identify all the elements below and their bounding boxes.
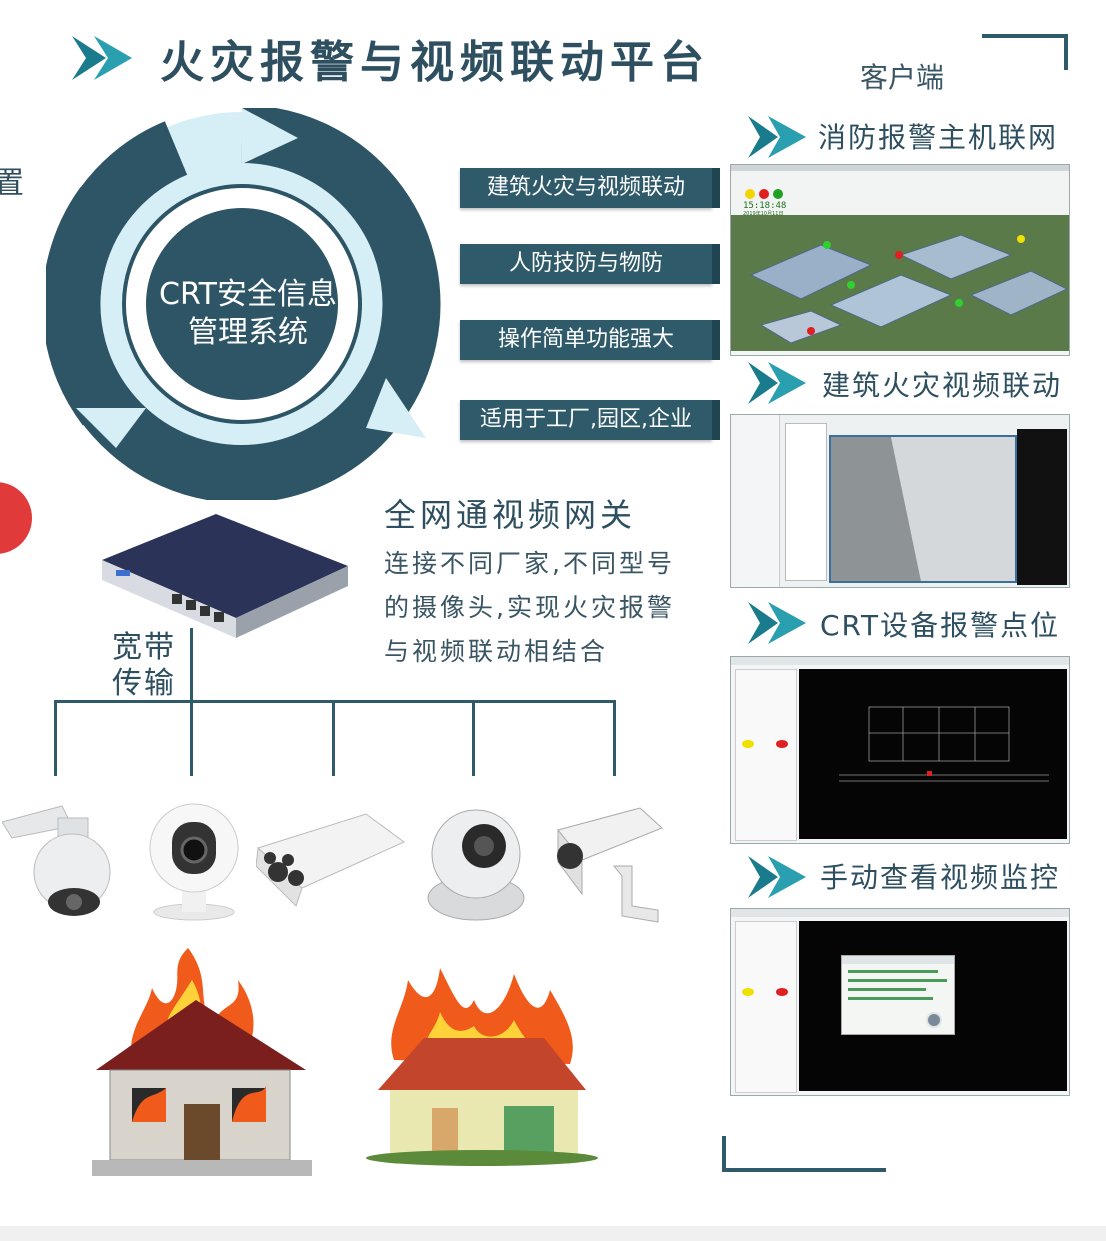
campus-map [731, 215, 1069, 351]
burning-house-icon [92, 948, 312, 1176]
point-yellow-marker-2 [742, 988, 754, 996]
client-label: 客户端 [860, 61, 945, 94]
crt-hub-ring [46, 108, 441, 500]
box-camera-icon [557, 807, 663, 923]
point-yellow-marker [742, 740, 754, 748]
section-2-chevron-icon [748, 362, 806, 404]
section-2-label: 建筑火灾视频联动 [822, 369, 1063, 402]
point-red-marker [776, 740, 788, 748]
feature-security: 人防技防与物防 [460, 244, 720, 284]
section-1-chevron-icon [748, 116, 806, 158]
gateway-desc-line-2: 的摄像头,实现火灾报警 [384, 593, 675, 622]
hub-line-2: 管理系统 [188, 315, 308, 350]
dome-camera-icon [2, 805, 111, 916]
section-1-label: 消防报警主机联网 [818, 121, 1059, 154]
left-red-badge [0, 482, 32, 554]
camera-feed [829, 435, 1017, 583]
drop-1 [54, 700, 57, 776]
status-yellow-light [745, 189, 755, 199]
screen-manual-monitor [730, 908, 1070, 1096]
floor-plan [799, 669, 1067, 839]
section-3-chevron-icon [748, 602, 806, 644]
transport-line-2: 传输 [112, 666, 176, 701]
gateway-desc-line-3: 与视频联动相结合 [384, 637, 609, 666]
gateway-desc-line-1: 连接不同厂家,不同型号 [384, 549, 675, 578]
section-4-label: 手动查看视频监控 [820, 861, 1061, 894]
screen-alarm-points [730, 656, 1070, 844]
trunk-line [190, 628, 193, 702]
hub-line-1: CRT安全信息 [159, 277, 337, 312]
section-3-label: CRT设备报警点位 [820, 609, 1061, 642]
turret-camera-icon [427, 809, 525, 921]
screen1-time: 15:18:48 [743, 201, 787, 211]
bottom-bracket [722, 1136, 886, 1172]
network-gateway-icon [102, 514, 348, 638]
page-footer-bar [0, 1226, 1106, 1241]
screen-video-linkage [730, 414, 1070, 588]
home-camera-icon [149, 803, 239, 921]
transport-line-1: 宽带 [112, 630, 176, 665]
feature-applicable-sites: 适用于工厂,园区,企业 [460, 400, 720, 440]
gateway-title: 全网通视频网关 [384, 496, 637, 534]
feature-video-linkage: 建筑火灾与视频联动 [460, 168, 720, 208]
drop-5 [613, 700, 616, 776]
left-edge-char: 置 [0, 166, 24, 201]
device-info-dialog [841, 955, 955, 1035]
screen-alarm-host: 15:18:48 2019年10月11日 [730, 164, 1070, 356]
hub-label: CRT安全信息 管理系统 [142, 276, 354, 352]
burning-cottage-icon [366, 968, 598, 1166]
bus-line [54, 700, 616, 703]
client-bracket [982, 34, 1068, 70]
status-red-light [759, 189, 769, 199]
point-red-marker-2 [776, 988, 788, 996]
feature-simple-operation: 操作简单功能强大 [460, 320, 720, 360]
drop-3 [332, 700, 335, 776]
bullet-camera-icon [256, 813, 405, 907]
drop-4 [472, 700, 475, 776]
drop-2 [190, 700, 193, 776]
webcam-icon[interactable] [926, 1012, 942, 1028]
page-title: 火灾报警与视频联动平台 [160, 37, 710, 88]
screen1-date: 2019年10月11日 [743, 211, 784, 217]
status-green-light [773, 189, 783, 199]
section-4-chevron-icon [748, 856, 806, 898]
title-chevron-icon [72, 36, 132, 80]
